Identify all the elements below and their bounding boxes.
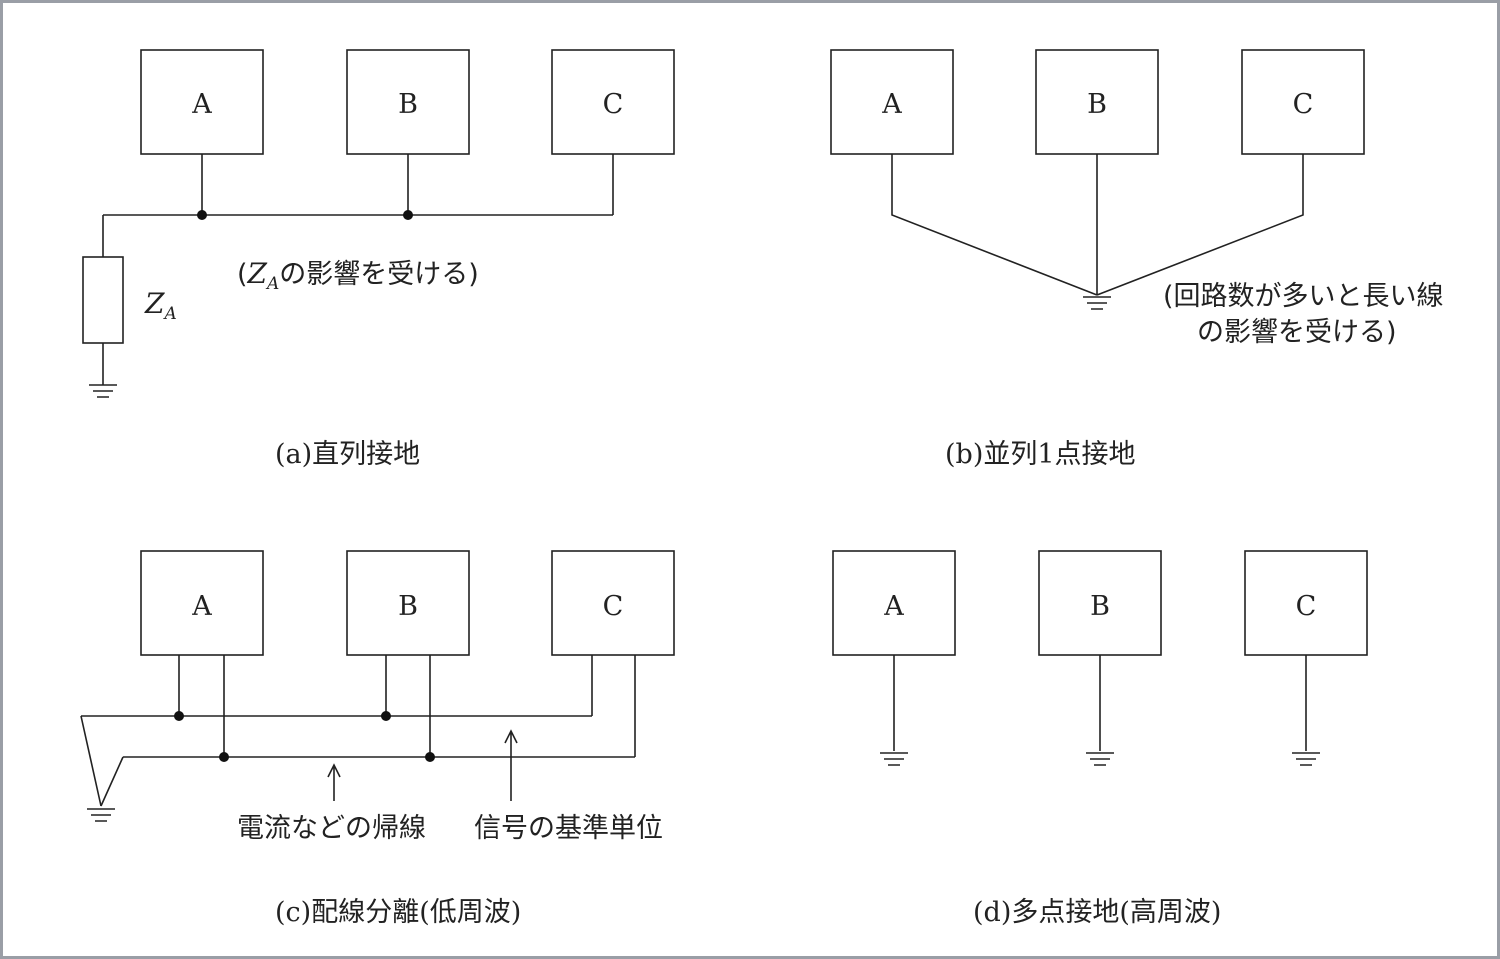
box-b (1038, 550, 1162, 656)
box-c-label: C (603, 89, 624, 120)
junction-dot (197, 210, 207, 220)
box-c-label: C (603, 591, 624, 622)
return-bus-wire (80, 655, 593, 807)
series-bus-wire (102, 154, 614, 385)
ground-symbol (880, 752, 908, 766)
caption-c: (c)配線分離(低周波) (275, 897, 521, 928)
panel-c-separated-wiring: A B C 電流などの帰線 信号の基準単位 (c)配線分離(低周波) (80, 550, 675, 928)
ground-symbol (87, 808, 115, 822)
box-b (346, 550, 470, 656)
caption-b: (b)並列1点接地 (945, 439, 1136, 470)
caption-d: (d)多点接地(高周波) (973, 897, 1221, 928)
ground-symbol (1083, 296, 1111, 310)
parallel-effect-note-line1: (回路数が多いと長い線 (1163, 281, 1444, 312)
box-a (832, 550, 956, 656)
arrow-icon (327, 763, 341, 801)
box-c-label: C (1293, 89, 1314, 120)
box-a (830, 49, 954, 155)
box-a-label: A (883, 591, 904, 622)
box-a-label: A (881, 89, 902, 120)
box-b-label: B (398, 591, 418, 622)
box-c (551, 49, 675, 155)
junction-dot (403, 210, 413, 220)
ground-symbol (89, 384, 117, 398)
box-c (1244, 550, 1368, 656)
box-a-label: A (191, 89, 212, 120)
series-effect-note: (ZAの影響を受ける) (237, 257, 479, 294)
panel-d-multipoint-grounding: A B C (d)多点接地(高周波) (832, 550, 1368, 928)
box-b-label: B (1087, 89, 1107, 120)
box-a (140, 550, 264, 656)
signal-reference-label: 信号の基準単位 (474, 813, 663, 844)
panel-a-series-grounding: A B C ZA (ZAの影響を受ける) (a)直列接地 (82, 49, 675, 470)
box-c (551, 550, 675, 656)
box-c (1241, 49, 1365, 155)
caption-a: (a)直列接地 (275, 439, 420, 470)
box-a-label: A (191, 591, 212, 622)
arrow-icon (504, 729, 518, 801)
parallel-wires (891, 154, 1304, 296)
box-b (1035, 49, 1159, 155)
junction-dot (425, 752, 435, 762)
junction-dot (174, 711, 184, 721)
box-b (346, 49, 470, 155)
box-b-label: B (1090, 591, 1110, 622)
return-line-label: 電流などの帰線 (237, 813, 426, 844)
junction-dot (219, 752, 229, 762)
ground-leads (893, 655, 1307, 751)
ground-symbol (1292, 752, 1320, 766)
box-b-label: B (398, 89, 418, 120)
impedance-resistor (82, 256, 124, 344)
box-a (140, 49, 264, 155)
panel-b-parallel-grounding: A B C (回路数が多いと長い線 の影響を受ける) (b)並列1点接地 (830, 49, 1444, 470)
impedance-label: ZA (144, 287, 177, 324)
parallel-effect-note-line2: の影響を受ける) (1197, 317, 1397, 348)
box-c-label: C (1296, 591, 1317, 622)
junction-dot (381, 711, 391, 721)
ground-symbol (1086, 752, 1114, 766)
signal-bus-wire (100, 655, 636, 807)
